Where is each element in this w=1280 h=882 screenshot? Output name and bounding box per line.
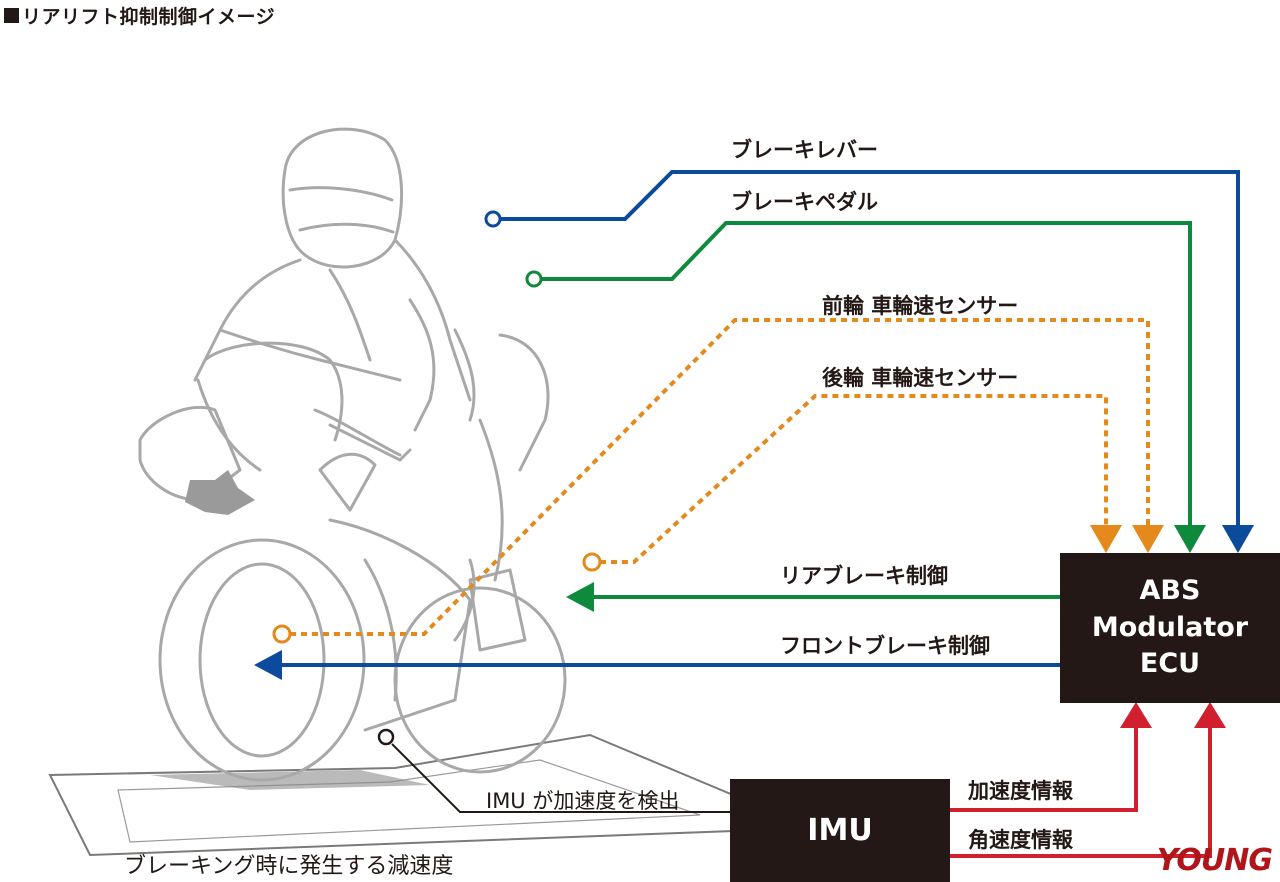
angular-velocity-info-arrow-icon xyxy=(1194,702,1226,728)
title-marker-icon xyxy=(4,8,19,23)
front-wheel-sensor-arrow-icon xyxy=(1132,525,1164,553)
imu-detect-caption: IMU が加速度を検出 xyxy=(486,789,680,813)
ecu-line-3: ECU xyxy=(1139,648,1201,680)
brake-pedal-point-icon xyxy=(525,270,543,288)
publisher-logo: YOUNG xyxy=(1156,843,1273,878)
brake-lever-line xyxy=(500,170,1240,535)
deceleration-caption: ブレーキング時に発生する減速度 xyxy=(124,854,454,879)
front-brake-control-arrow-icon xyxy=(254,650,282,680)
motorcycle-rider-illustration xyxy=(138,127,567,782)
road-shadow xyxy=(150,770,430,790)
brake-lever-arrow-icon xyxy=(1222,525,1254,553)
front-brake-control-label: フロントブレーキ制御 xyxy=(780,634,990,658)
front-wheel-sensor-label: 前輪 車輪速センサー xyxy=(822,294,1019,318)
front-wheel-sensor-line xyxy=(290,318,1150,636)
brake-pedal-arrow-icon xyxy=(1174,525,1206,553)
front-wheel-sensor-point-icon xyxy=(272,624,292,644)
imu-pointer-line xyxy=(391,743,730,813)
rear-wheel-sensor-point-icon xyxy=(582,552,602,572)
brake-lever-label: ブレーキレバー xyxy=(731,138,878,162)
imu-box-label: IMU xyxy=(807,813,873,848)
rear-wheel-sensor-label: 後輪 車輪速センサー xyxy=(822,366,1019,390)
front-intake-shape xyxy=(185,470,255,515)
brake-lever-point-icon xyxy=(484,210,502,228)
brake-pedal-line xyxy=(541,221,1192,535)
angular-velocity-info-label: 角速度情報 xyxy=(968,828,1073,852)
acceleration-info-label: 加速度情報 xyxy=(968,779,1073,803)
acceleration-info-arrow-icon xyxy=(1120,702,1152,728)
imu-location-point-icon xyxy=(377,728,395,746)
abs-ecu-box: ABS Modulator ECU xyxy=(1060,553,1280,703)
rear-wheel-sensor-arrow-icon xyxy=(1090,525,1122,553)
acceleration-info-line xyxy=(950,725,1138,812)
brake-pedal-label: ブレーキペダル xyxy=(731,190,878,214)
rear-wheel-sensor-line xyxy=(600,394,1108,564)
imu-box: IMU xyxy=(730,779,950,882)
diagram-title: リアリフト抑制制御イメージ xyxy=(4,2,275,29)
ecu-line-1: ABS xyxy=(1139,575,1201,607)
ecu-line-2: Modulator xyxy=(1091,611,1249,643)
rear-brake-control-arrow-icon xyxy=(566,582,594,612)
angular-velocity-info-line xyxy=(950,725,1212,858)
title-text: リアリフト抑制制御イメージ xyxy=(22,6,276,28)
rear-brake-control-label: リアブレーキ制御 xyxy=(780,564,948,588)
